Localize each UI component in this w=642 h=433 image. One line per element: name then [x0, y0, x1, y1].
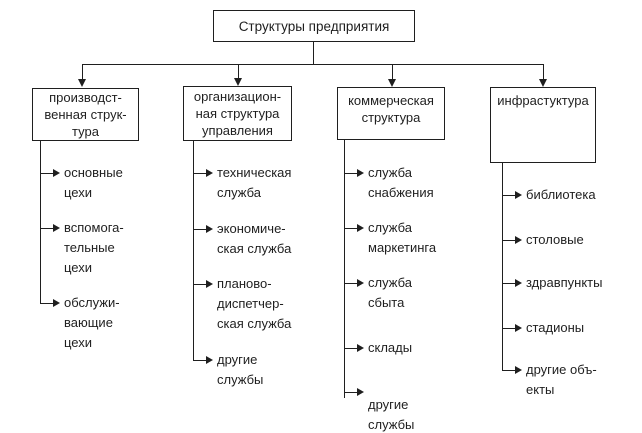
right-arrow-icon: [357, 224, 364, 232]
leaf-connector-line: [40, 303, 53, 304]
root-box-enterprise-structures: Структуры предприятия: [213, 10, 415, 42]
leaf-connector-line: [502, 328, 515, 329]
leaf-connector-line: [502, 195, 515, 196]
down-arrow-icon: [388, 79, 396, 87]
branch-box-label: инфрастуктура: [497, 93, 589, 108]
branch-spine-infrastructure: [502, 163, 503, 370]
root-box-label: Структуры предприятия: [238, 18, 390, 34]
branch-spine-org-management: [193, 141, 194, 360]
leaf-connector-line: [344, 283, 357, 284]
leaf-connector-line: [344, 392, 357, 393]
right-arrow-icon: [357, 169, 364, 177]
leaf-label-canteens: столовые: [526, 232, 584, 247]
branch-spine-production: [40, 141, 41, 303]
connector-drop-line: [543, 64, 544, 79]
branch-box-infrastructure: инфрастуктура: [490, 87, 596, 163]
connector-drop-line: [392, 64, 393, 79]
leaf-connector-line: [40, 228, 53, 229]
right-arrow-icon: [357, 279, 364, 287]
leaf-label-planning-dispatch-service: планово-диспетчер-ская служба: [217, 276, 292, 331]
down-arrow-icon: [539, 79, 547, 87]
leaf-label-economic-service: экономиче-ская служба: [217, 221, 292, 256]
branch-spine-commercial: [344, 140, 345, 398]
connector-drop-line: [238, 64, 239, 78]
leaf-connector-line: [502, 240, 515, 241]
down-arrow-icon: [234, 78, 242, 86]
right-arrow-icon: [515, 324, 522, 332]
right-arrow-icon: [357, 388, 364, 396]
right-arrow-icon: [515, 279, 522, 287]
leaf-connector-line: [344, 348, 357, 349]
right-arrow-icon: [53, 224, 60, 232]
right-arrow-icon: [206, 280, 213, 288]
right-arrow-icon: [53, 299, 60, 307]
leaf-connector-line: [344, 173, 357, 174]
leaf-label-other-facilities: другие объ-екты: [526, 362, 597, 397]
right-arrow-icon: [357, 344, 364, 352]
branch-box-production-structure: производст-венная струк-тура: [32, 88, 139, 141]
leaf-connector-line: [40, 173, 53, 174]
leaf-connector-line: [344, 228, 357, 229]
leaf-label-health-posts: здравпункты: [526, 275, 603, 290]
leaf-connector-line: [193, 360, 206, 361]
leaf-label-warehouses: склады: [368, 340, 413, 355]
leaf-label-library: библиотека: [526, 187, 596, 202]
connector-top-hline: [82, 64, 544, 65]
right-arrow-icon: [206, 169, 213, 177]
leaf-connector-line: [502, 370, 515, 371]
right-arrow-icon: [515, 191, 522, 199]
leaf-label-stadiums: стадионы: [526, 320, 585, 335]
down-arrow-icon: [78, 79, 86, 87]
connector-root-vline: [313, 42, 314, 64]
leaf-connector-line: [193, 284, 206, 285]
right-arrow-icon: [515, 366, 522, 374]
right-arrow-icon: [206, 356, 213, 364]
right-arrow-icon: [206, 225, 213, 233]
connector-drop-line: [82, 64, 83, 79]
leaf-connector-line: [193, 173, 206, 174]
right-arrow-icon: [515, 236, 522, 244]
branch-box-label: производст-венная струк-тура: [44, 90, 127, 139]
right-arrow-icon: [53, 169, 60, 177]
leaf-connector-line: [193, 229, 206, 230]
leaf-connector-line: [502, 283, 515, 284]
